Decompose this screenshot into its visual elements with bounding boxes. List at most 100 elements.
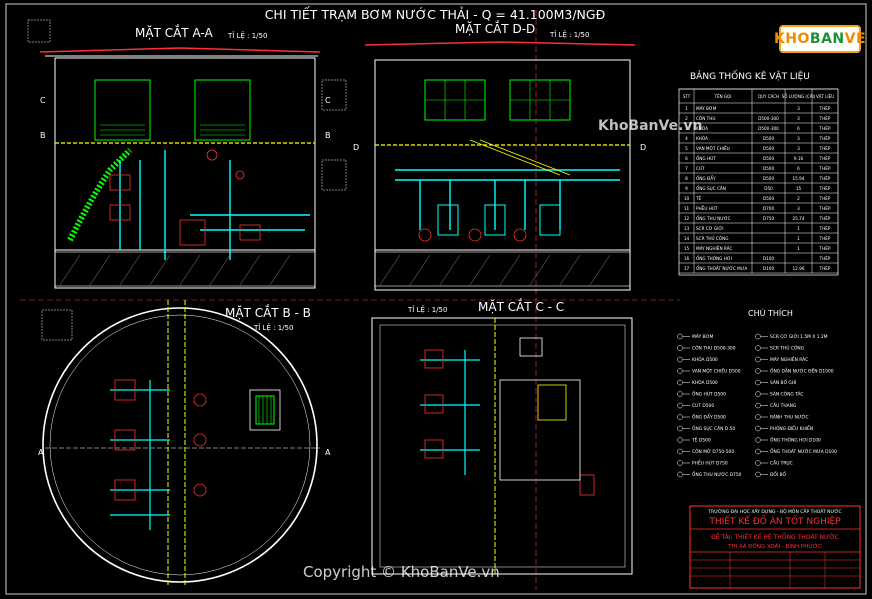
table-cell: 1 [797, 236, 800, 241]
wall-hatch [41, 309, 73, 341]
legend-marker [755, 333, 761, 340]
table-cell: 5 [685, 146, 688, 151]
table-cell: D500 [763, 156, 775, 161]
table-header: SỐ LƯỢNG (CÁI) [782, 94, 816, 99]
legend-label: PHÒNG ĐIỀU KHIỂN [770, 424, 813, 432]
marker-c: C [40, 96, 46, 105]
table-cell: 3 [797, 116, 800, 121]
sheet-border [5, 3, 867, 595]
legend-marker [677, 379, 683, 386]
table-cell: THÉP [819, 126, 831, 131]
table-cell: 1 [797, 246, 800, 251]
legend-marker [677, 333, 683, 340]
legend-label: RÃNH THU NƯỚC [770, 414, 809, 421]
legend-marker [677, 402, 683, 409]
table-cell: THÉP [819, 256, 831, 261]
section-aa-title: MẶT CẮT A-A [135, 24, 213, 40]
legend-label: SCR THỦ CÔNG [770, 344, 805, 352]
section-dd-title: MẶT CẮT D-D [455, 20, 535, 36]
stairs-aa [67, 147, 133, 242]
table-cell: MÁY BƠM [696, 106, 717, 111]
table-cell: THÉP [819, 246, 831, 251]
screen-grate [255, 395, 275, 425]
table-cell: 25.74 [793, 216, 805, 221]
legend-marker [677, 448, 683, 455]
window [94, 79, 151, 141]
legend-marker [755, 471, 761, 478]
table-grid [679, 88, 838, 274]
table-cell: 7 [685, 166, 688, 171]
table-cell: 9 [685, 186, 688, 191]
table-cell: THÉP [819, 116, 831, 121]
legend-marker [755, 356, 761, 363]
legend-marker [677, 425, 683, 432]
ground-fill [54, 251, 316, 287]
legend-label: ỐNG DẪN NƯỚC ĐẾN D1000 [770, 367, 834, 375]
table-cell: 3 [685, 126, 688, 131]
table-cell: 15 [684, 246, 690, 251]
table-header: TÊN GỌI [714, 94, 732, 99]
building-walls-dd [374, 59, 631, 291]
legend-marker [755, 379, 761, 386]
table-cell: THÉP [819, 146, 831, 151]
table-cell: 11 [684, 206, 690, 211]
table-cell: 12 [684, 216, 690, 221]
marker-d: D [640, 143, 646, 152]
legend-marker [677, 460, 683, 466]
table-cell: 6 [685, 156, 688, 161]
tb-heading: THIẾT KẾ ĐỒ ÁN TỐT NGHIỆP [708, 514, 841, 527]
table-cell: 3 [797, 106, 800, 111]
table-cell: D50 [764, 186, 773, 191]
section-bb: MẶT CẮT B - B TỈ LỆ : 1/50 A A [38, 300, 331, 585]
table-cell: 3 [797, 136, 800, 141]
title-block-frame [689, 505, 861, 589]
table-cell: THÉP [819, 236, 831, 241]
table-cell: 17 [684, 266, 690, 271]
table-cell: CÔN THU [696, 116, 715, 121]
opening [519, 337, 543, 357]
legend-marker [677, 391, 683, 397]
section-cc: MẶT CẮT C - C TỈ LỆ : 1/50 [371, 298, 633, 575]
table-cell: VAN MỘT CHIỀU [696, 146, 730, 151]
legend-label: MÁY NGHIỀN RÁC [770, 355, 808, 363]
legend-label: SÀN CÔNG TÁC [770, 391, 804, 398]
legend-label: ỐNG HÚT D500 [692, 390, 726, 398]
table-cell: TÊ [695, 196, 702, 201]
table-cell: D500-300 [758, 116, 779, 121]
section-bb-scale: TỈ LỆ : 1/50 [253, 323, 293, 332]
screen-unit [249, 389, 281, 431]
legend-marker [755, 345, 761, 351]
ground-fill [374, 251, 631, 287]
legend-label: TÊ D500 [691, 436, 711, 444]
legend-marker [677, 471, 683, 478]
table-cell: SCR THỦ CÔNG [696, 236, 729, 241]
table-cell: 12.96 [793, 266, 805, 271]
legend-label: ỐNG SỤC CẶN D 50 [692, 424, 735, 432]
legend-label: KHÓA D500 [692, 356, 718, 363]
table-cell: MÁY NGHIỀN RÁC [696, 246, 732, 251]
legend-marker [755, 460, 761, 466]
legend-marker [677, 437, 683, 443]
table-cell: 1 [685, 106, 688, 111]
table-cell: D500 [763, 196, 775, 201]
roof-line [39, 47, 321, 53]
legend-marker [677, 368, 683, 374]
section-dd-scale: TỈ LỆ : 1/50 [549, 30, 589, 39]
legend-label: ỐNG THOÁT NƯỚC MƯA D100 [770, 447, 837, 455]
table-cell: 4 [685, 136, 688, 141]
table-cell: 3 [797, 206, 800, 211]
section-cc-title: MẶT CẮT C - C [478, 298, 564, 314]
legend-label: ỐNG THÔNG HƠI D100 [770, 436, 821, 444]
section-cc-scale: TỈ LỆ : 1/50 [407, 305, 447, 314]
table-cell: PHỄU HÚT [696, 206, 718, 211]
logo-part-kho: KHO [773, 31, 810, 47]
drawing-title: CHI TIẾT TRẠM BƠM NƯỚC THẢI - Q = 41.100… [265, 6, 606, 22]
marker-a: A [38, 448, 44, 457]
table-cell: D100 [763, 256, 775, 261]
legend-label: CÔN THU D500-300 [692, 345, 736, 352]
wall-hatch [27, 19, 51, 43]
